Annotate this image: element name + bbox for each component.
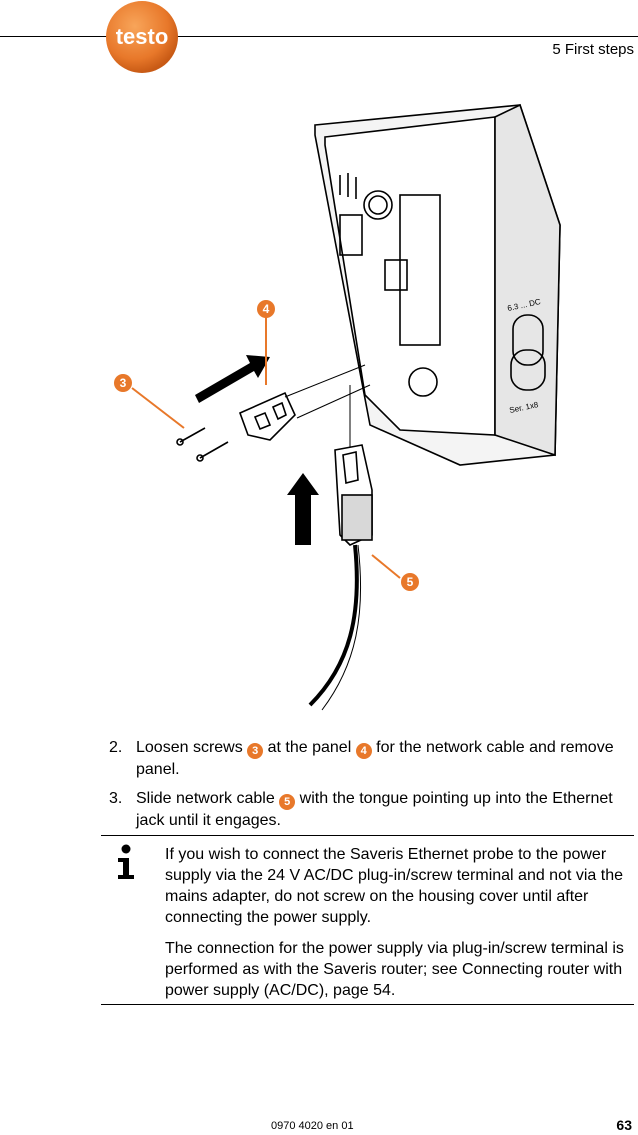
- svg-text:4: 4: [263, 302, 270, 316]
- inline-callout: 4: [355, 743, 372, 759]
- device-illustration: 4 3 5 6.3 ... DC Ser. 1x8: [114, 103, 561, 711]
- note-paragraph-1: If you wish to connect the Saveris Ether…: [165, 846, 624, 926]
- callout-5: 5: [401, 573, 419, 591]
- step-text: Slide network cable 5 with the tongue po…: [136, 790, 613, 829]
- svg-text:3: 3: [120, 376, 127, 390]
- step-number: 3.: [109, 790, 123, 807]
- inline-callout: 3: [247, 743, 264, 759]
- header-rule: [0, 36, 638, 37]
- inline-callout: 5: [279, 794, 296, 810]
- document-code: 0970 4020 en 01: [271, 1120, 354, 1132]
- section-title: 5 First steps: [552, 41, 634, 58]
- callout-3: 3: [114, 374, 132, 392]
- testo-logo: testo: [106, 1, 178, 73]
- step-number: 2.: [109, 739, 123, 756]
- logo-text: testo: [116, 24, 169, 49]
- note-bottom-rule: [101, 1004, 634, 1005]
- info-icon: [118, 844, 134, 879]
- page-number: 63: [616, 1117, 632, 1133]
- svg-text:5: 5: [407, 575, 414, 589]
- note-top-rule: [101, 835, 634, 836]
- callout-4: 4: [257, 300, 275, 318]
- step-text: Loosen screws 3 at the panel 4 for the n…: [136, 739, 614, 778]
- note-paragraph-2: The connection for the power supply via …: [165, 940, 624, 999]
